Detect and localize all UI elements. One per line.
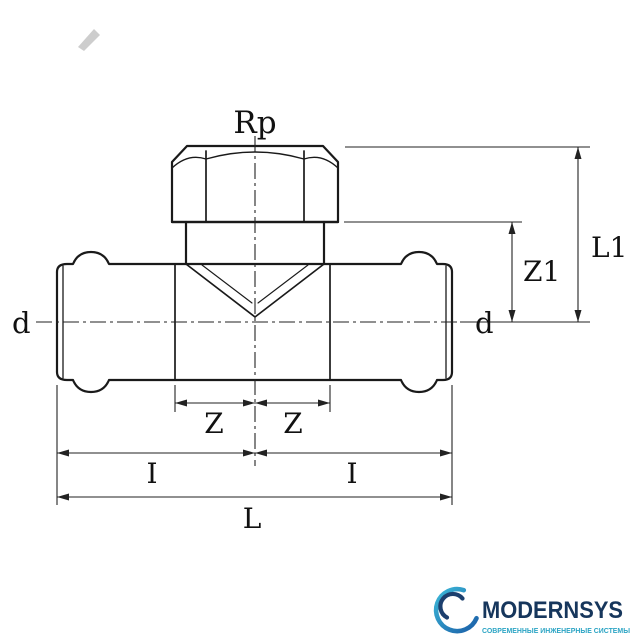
branch-cone [185,263,325,318]
dim-label-i-right: I [346,457,357,490]
dim-label-z-left: Z [204,407,223,440]
dim-label-l: L [243,502,262,535]
thread-size-label: Rp [233,105,276,141]
logo-name-text: MODERNSYS [482,597,623,624]
dia-label-right: d [475,306,494,340]
dim-label-i-left: I [146,457,157,490]
dimension-lines [56,146,590,505]
logo-tagline-text: СОВРЕМЕННЫЕ ИНЖЕНЕРНЫЕ СИСТЕМЫ [482,626,630,635]
modernsys-logo: MODERNSYS СОВРЕМЕННЫЕ ИНЖЕНЕРНЫЕ СИСТЕМЫ [433,586,630,635]
dim-label-z-right: Z [283,407,302,440]
dimension-arrows [57,147,582,501]
dia-label-left: d [12,306,31,340]
modernsys-logo-icon [433,586,479,634]
dim-label-l1: L1 [591,231,627,264]
thread-collar [184,220,326,266]
centerlines [36,136,474,466]
dim-label-z1: Z1 [523,255,560,288]
watermark-artifact [78,29,100,51]
